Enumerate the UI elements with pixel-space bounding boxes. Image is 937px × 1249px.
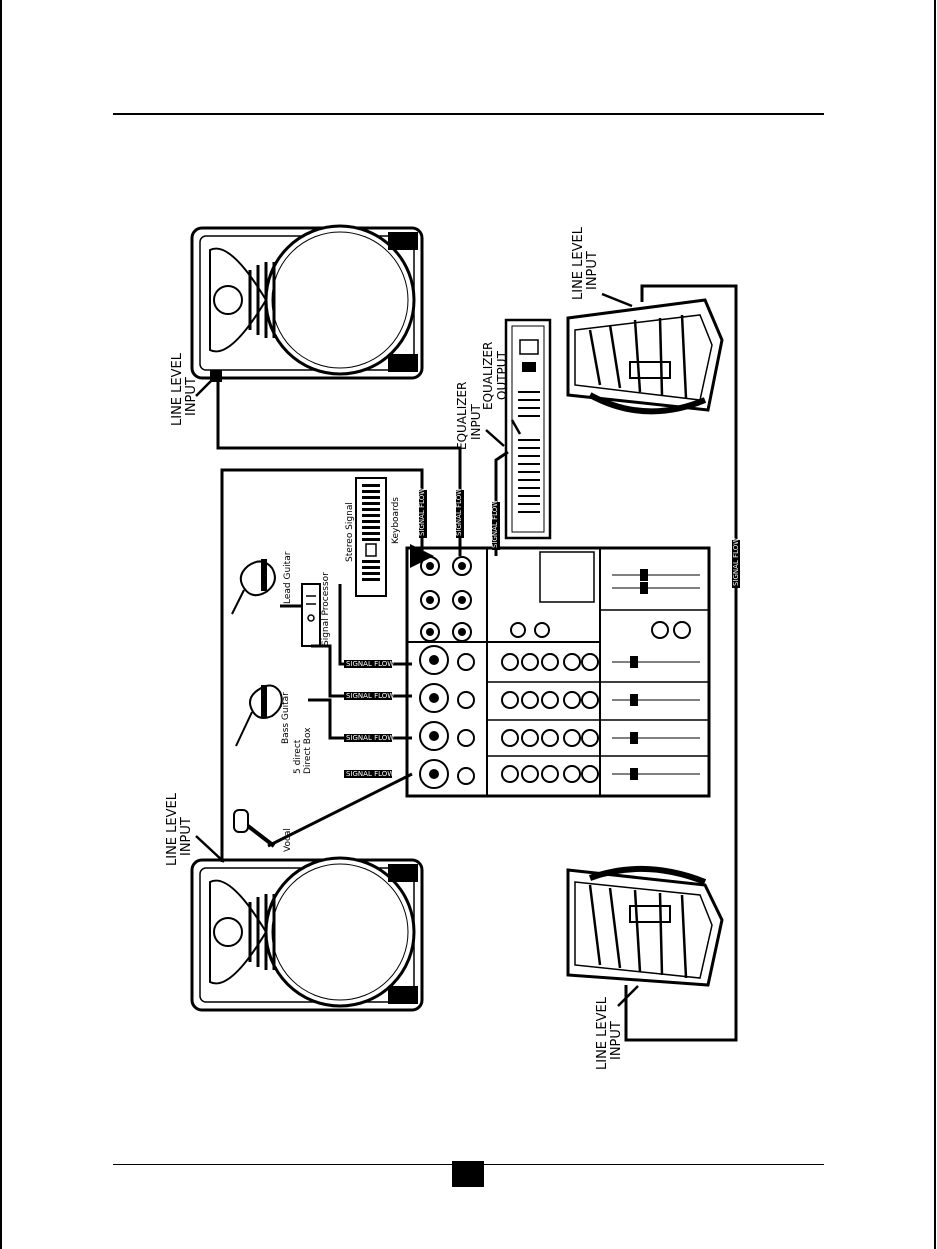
signal-flow-tag-2: SIGNAL FLOW [455,488,463,536]
keyboard-instrument [356,478,386,596]
label-direct-box: 5 direct Direct Box [293,727,313,774]
signal-flow-tag-8: SIGNAL FLOW [346,660,394,668]
signal-flow-tag-1: SIGNAL FLOW [418,488,426,536]
signal-flow-tag-5: SIGNAL FLOW [346,770,394,778]
main-speaker-top [192,226,422,382]
bass-guitar-icon [236,685,282,746]
label-bass-guitar: Bass Guitar [281,692,291,744]
label-vocal: Vocal [283,828,293,852]
label-line-level-input-top-right: LINE LEVEL INPUT [571,223,600,300]
signal-flow-tag-3: SIGNAL FLOW [491,500,499,548]
label-line-level-input-bottom-left: LINE LEVEL INPUT [165,789,194,866]
main-speaker-bottom [192,858,422,1010]
signal-processor-unit [302,584,320,646]
lead-guitar-icon [232,560,275,614]
label-lead-guitar: Lead Guitar [283,551,293,604]
signal-flow-tag-6: SIGNAL FLOW [346,734,394,742]
microphone-icon [234,810,274,846]
label-signal-processor: Signal Processor [321,572,331,646]
label-keyboards: Keyboards [391,497,401,544]
label-stereo-signal: Stereo Signal [345,502,355,562]
signal-flow-tag-7: SIGNAL FLOW [346,692,394,700]
graphic-equalizer [506,320,550,538]
mixer-console [407,548,709,796]
monitor-speaker-top [568,300,722,411]
label-equalizer-input: EQUALIZER INPUT [455,378,483,450]
monitor-speaker-bottom [568,869,722,985]
signal-flow-tag-4: SIGNAL FLOW [732,538,740,586]
